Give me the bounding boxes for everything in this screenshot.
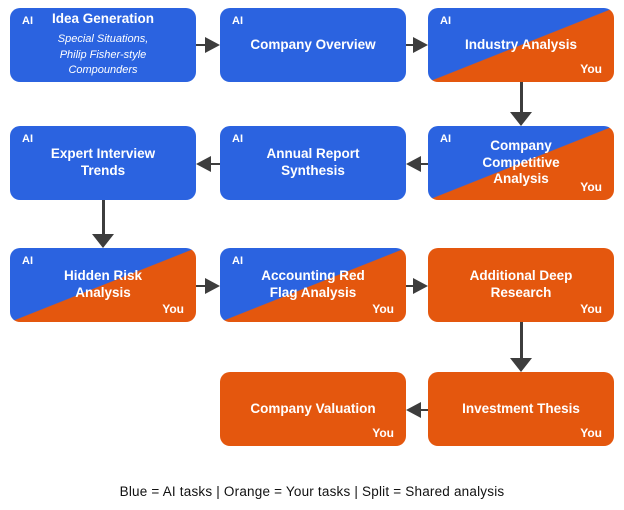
arrowhead-right-icon [413, 37, 428, 53]
ai-tag: AI [232, 15, 243, 27]
node-annual-report-synthesis: AI Annual Report Synthesis [220, 126, 406, 200]
arrowhead-left-icon [196, 156, 211, 172]
arrow-competitive-to-synthesis [406, 156, 428, 172]
node-title: Industry Analysis [464, 36, 578, 52]
arrowhead-down-icon [510, 358, 532, 372]
node-title: Idea Generation [51, 11, 155, 27]
node-title: Company Overview [250, 36, 376, 52]
node-title: Company Valuation [250, 400, 376, 416]
arrowhead-down-icon [92, 234, 114, 248]
arrow-trends-to-hidden-risk [92, 200, 114, 248]
arrow-idea-to-overview [196, 37, 220, 53]
node-expert-interview-trends: AI Expert Interview Trends [10, 126, 196, 200]
node-accounting-red-flag-analysis: AI Accounting Red Flag Analysis You [220, 248, 406, 322]
arrow-hidden-risk-to-red-flag [196, 278, 220, 294]
arrow-industry-to-competitive [510, 82, 532, 126]
node-title: Additional Deep Research [469, 268, 573, 300]
node-investment-thesis: Investment Thesis You [428, 372, 614, 446]
arrow-synthesis-to-trends [196, 156, 220, 172]
ai-tag: AI [440, 133, 451, 145]
arrowhead-right-icon [205, 278, 220, 294]
ai-tag: AI [232, 255, 243, 267]
node-title: Accounting Red Flag Analysis [261, 268, 365, 300]
node-industry-analysis: AI Industry Analysis You [428, 8, 614, 82]
you-tag: You [580, 302, 602, 316]
arrowhead-left-icon [406, 156, 421, 172]
arrow-red-flag-to-deep-research [406, 278, 428, 294]
node-title: Company Competitive Analysis [482, 137, 560, 187]
you-tag: You [372, 426, 394, 440]
node-title: Investment Thesis [462, 400, 580, 416]
ai-tag: AI [22, 255, 33, 267]
node-title: Expert Interview Trends [50, 146, 156, 178]
node-hidden-risk-analysis: AI Hidden Risk Analysis You [10, 248, 196, 322]
you-tag: You [580, 62, 602, 76]
arrow-overview-to-industry [406, 37, 428, 53]
ai-tag: AI [22, 133, 33, 145]
node-company-valuation: Company Valuation You [220, 372, 406, 446]
arrow-thesis-to-valuation [406, 402, 428, 418]
legend: Blue = AI tasks | Orange = Your tasks | … [119, 484, 505, 499]
arrowhead-right-icon [205, 37, 220, 53]
node-content: Idea Generation Special Situations, Phil… [52, 11, 154, 78]
node-company-competitive-analysis: AI Company Competitive Analysis You [428, 126, 614, 200]
node-additional-deep-research: Additional Deep Research You [428, 248, 614, 322]
ai-tag: AI [440, 15, 451, 27]
node-title: Annual Report Synthesis [266, 146, 360, 178]
node-idea-generation: AI Idea Generation Special Situations, P… [10, 8, 196, 82]
you-tag: You [580, 180, 602, 194]
node-subtitle: Special Situations, Philip Fisher-style … [57, 33, 149, 77]
arrowhead-down-icon [510, 112, 532, 126]
you-tag: You [372, 302, 394, 316]
ai-tag: AI [232, 133, 243, 145]
node-company-overview: AI Company Overview [220, 8, 406, 82]
you-tag: You [162, 302, 184, 316]
arrow-deep-research-to-thesis [510, 322, 532, 372]
node-title: Hidden Risk Analysis [63, 268, 142, 300]
ai-tag: AI [22, 15, 33, 27]
arrowhead-left-icon [406, 402, 421, 418]
arrowhead-right-icon [413, 278, 428, 294]
you-tag: You [580, 426, 602, 440]
